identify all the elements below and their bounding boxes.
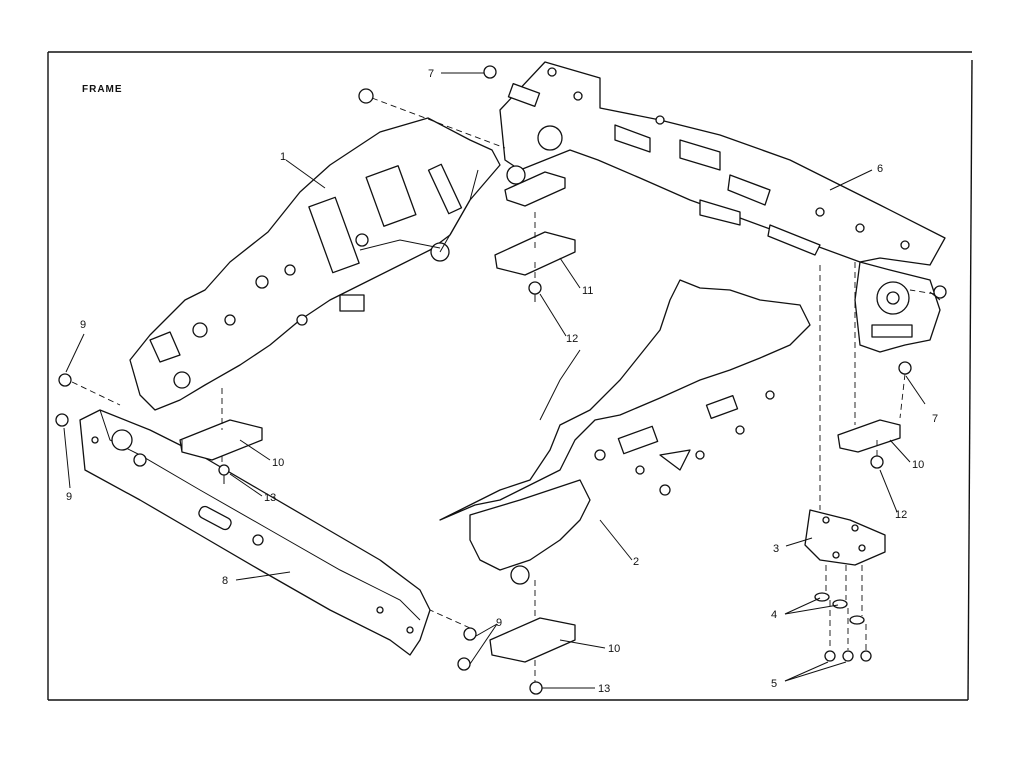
diagram-title: FRAME [82,84,123,95]
callout-11: 11 [582,285,593,297]
callout-9-front: 9 [496,617,502,629]
part-10-bracket-front [489,617,576,663]
part-2-right-side-plate [439,279,811,585]
callout-10-right: 10 [912,459,924,471]
callout-numbers: 1 2 3 4 5 6 7 7 8 9 9 9 10 10 10 11 12 1… [66,68,938,695]
callout-12-center: 12 [566,333,578,345]
callout-leaders [63,72,941,689]
callout-9-bottom-left: 9 [66,491,72,503]
part-10-bracket-left [179,419,263,461]
callout-9-top-left: 9 [80,319,86,331]
callout-2: 2 [633,556,639,568]
back-plate [499,61,946,266]
callout-5: 5 [771,678,777,690]
callout-8: 8 [222,575,228,587]
part-10-bracket-right [837,419,901,453]
part-3-mounting-plate [804,509,886,566]
callout-13-front: 13 [598,683,610,695]
callout-7-right: 7 [932,413,938,425]
callout-13-left: 13 [264,492,276,504]
callout-1: 1 [280,151,286,163]
callout-10-left: 10 [272,457,284,469]
callout-6: 6 [877,163,883,175]
diagram-border [47,51,973,701]
right-bracket [854,261,941,353]
part-11-bracket [494,171,576,276]
callout-3: 3 [773,543,779,555]
callout-12-right: 12 [895,509,907,521]
callout-7-top: 7 [428,68,434,80]
part-8-front-plate [79,409,431,656]
part-1-left-side-plate [129,117,501,411]
callout-10-front: 10 [608,643,620,655]
callout-4: 4 [771,609,777,621]
assembly-guide-lines [71,97,936,682]
